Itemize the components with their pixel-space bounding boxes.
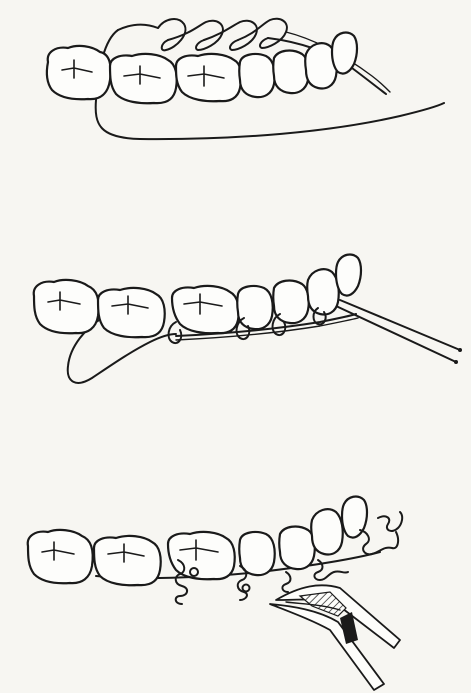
panel-1-teeth	[47, 33, 357, 104]
panel-2-wire-ligation	[34, 255, 462, 383]
panel-1-molar-2	[110, 54, 177, 103]
panel-2-premolar-1	[237, 286, 272, 329]
panel-2-wire-tail-1	[340, 300, 460, 350]
panel-3-molar-3	[168, 532, 235, 579]
panel-2-canine	[307, 269, 339, 314]
panel-2-wire-tail-2	[336, 306, 456, 362]
panel-1-premolar-2	[273, 51, 309, 94]
panel-3-twisted-wires	[28, 497, 402, 690]
panel-3-molar-2	[94, 536, 161, 585]
panel-3-twist-5	[360, 530, 398, 554]
panel-2-molar-3	[172, 286, 239, 333]
panel-3-molar-1	[28, 530, 93, 583]
panel-3-twist-3	[282, 572, 290, 592]
panel-1-molar-1	[47, 46, 111, 99]
panel-2-incisor	[336, 255, 361, 296]
panel-3-wire-eyelet-2	[243, 585, 250, 592]
panel-1-wire-loops	[47, 19, 444, 139]
panel-3-canine	[311, 509, 343, 554]
panel-3-pliers	[270, 585, 400, 690]
panel-2-ligature-1	[169, 322, 182, 343]
panel-3-twist-6	[378, 512, 402, 531]
panel-2-premolar-2	[273, 281, 309, 324]
panel-1-molar-3	[176, 54, 241, 101]
panel-2-molar-2	[98, 288, 165, 337]
panel-1-wire-loop-4	[238, 19, 287, 48]
panel-2-teeth	[34, 255, 361, 338]
panel-3-twist-2	[238, 566, 247, 600]
panel-2-molar-1	[34, 280, 99, 333]
panel-3-premolar-2	[279, 527, 315, 570]
panel-1-premolar-1	[239, 54, 274, 97]
panel-1-incisor	[332, 33, 357, 74]
